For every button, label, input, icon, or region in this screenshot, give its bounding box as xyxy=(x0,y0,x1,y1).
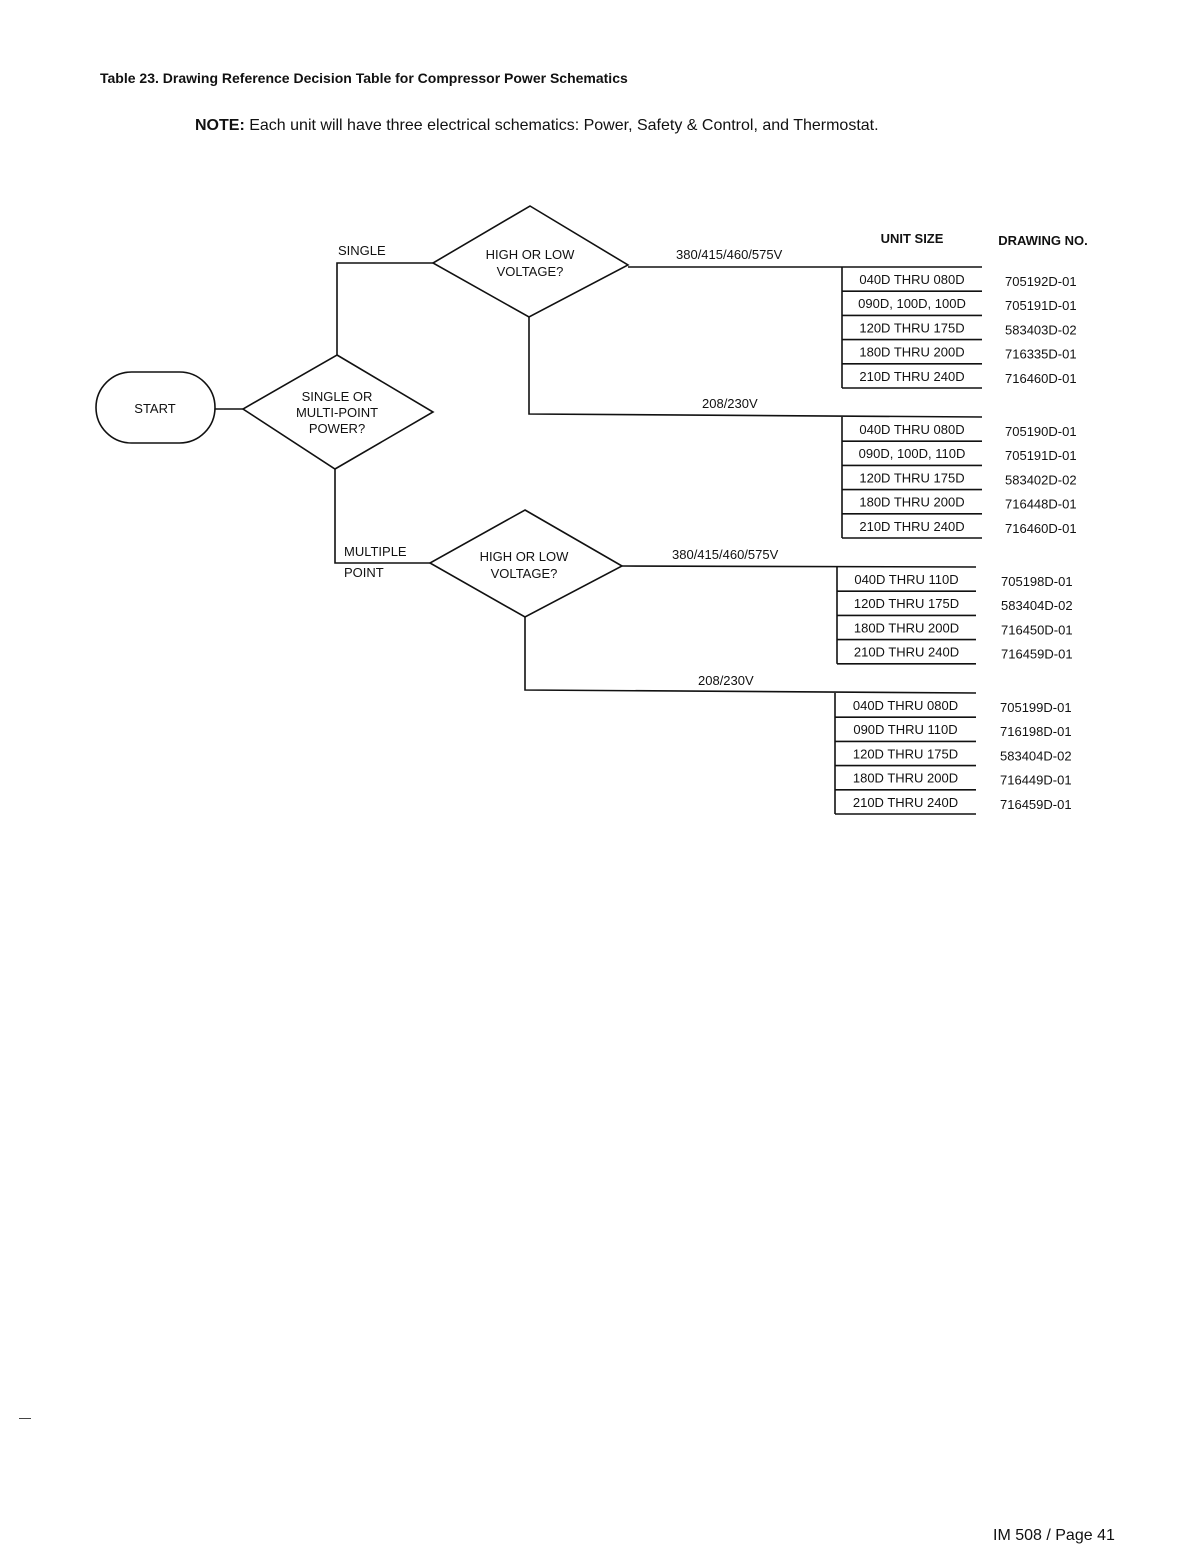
unit-size-cell: 040D THRU 080D xyxy=(853,698,958,713)
power-decision-line-1: SINGLE OR xyxy=(302,389,373,404)
drawing-no-cell: 705199D-01 xyxy=(1000,700,1072,715)
note-label: NOTE: xyxy=(195,117,245,134)
power-decision-line-3: POWER? xyxy=(309,421,365,436)
start-label: START xyxy=(134,401,175,416)
unit-size-cell: 120D THRU 175D xyxy=(859,320,964,335)
note: NOTE: Each unit will have three electric… xyxy=(195,117,879,135)
table-group-single-high: 040D THRU 080D 705192D-01 090D, 100D, 100D… xyxy=(841,267,1077,389)
unit-size-cell: 120D THRU 175D xyxy=(854,596,959,611)
drawing-no-cell: 716460D-01 xyxy=(1005,371,1077,386)
unit-size-cell: 120D THRU 175D xyxy=(859,470,964,485)
drawing-no-cell: 705191D-01 xyxy=(1005,298,1077,313)
edge-label-multi-high: 380/415/460/575V xyxy=(672,547,779,562)
drawing-no-cell: 583403D-02 xyxy=(1005,322,1077,337)
unit-size-cell: 180D THRU 200D xyxy=(859,345,964,360)
drawing-no-cell: 705198D-01 xyxy=(1001,574,1073,589)
edge-label-multiple-line-2: POINT xyxy=(344,565,384,580)
unit-size-cell: 180D THRU 200D xyxy=(853,771,958,786)
drawing-no-cell: 716449D-01 xyxy=(1000,773,1072,788)
drawing-no-cell: 716459D-01 xyxy=(1000,797,1072,812)
unit-size-cell: 180D THRU 200D xyxy=(859,495,964,510)
unit-size-cell: 090D, 100D, 100D xyxy=(858,296,966,311)
voltage-decision-single-line-2: VOLTAGE? xyxy=(497,264,564,279)
table-group-multi-high: 040D THRU 110D 705198D-01 120D THRU 175D 58… xyxy=(836,567,1073,665)
drawing-no-cell: 716198D-01 xyxy=(1000,724,1072,739)
drawing-no-cell: 716450D-01 xyxy=(1001,622,1073,637)
voltage-decision-multi-line-1: HIGH OR LOW xyxy=(480,549,570,564)
page-footer: IM 508 / Page 41 xyxy=(993,1527,1115,1544)
connector-multi-low xyxy=(524,617,977,694)
drawing-no-cell: 583402D-02 xyxy=(1005,472,1077,487)
edge-label-single-low: 208/230V xyxy=(702,396,758,411)
column-header-unit-size: UNIT SIZE xyxy=(881,231,944,246)
unit-size-cell: 180D THRU 200D xyxy=(854,620,959,635)
power-decision-line-2: MULTI-POINT xyxy=(296,405,378,420)
unit-size-cell: 090D THRU 110D xyxy=(853,722,957,737)
connector-single-low xyxy=(528,317,983,418)
edge-label-multi-low: 208/230V xyxy=(698,673,754,688)
table-group-single-low: 040D THRU 080D 705190D-01 090D, 100D, 110D… xyxy=(841,417,1077,539)
connector-multi-high xyxy=(621,565,977,568)
connector-single-branch xyxy=(336,262,433,355)
voltage-decision-single-line-1: HIGH OR LOW xyxy=(486,247,576,262)
table-title: Table 23. Drawing Reference Decision Tab… xyxy=(100,70,628,86)
unit-size-cell: 040D THRU 110D xyxy=(854,572,958,587)
scan-mark xyxy=(19,1418,31,1419)
voltage-decision-multi-line-2: VOLTAGE? xyxy=(491,566,558,581)
drawing-no-cell: 583404D-02 xyxy=(1000,748,1072,763)
drawing-no-cell: 705192D-01 xyxy=(1005,274,1077,289)
edge-label-single-high: 380/415/460/575V xyxy=(676,247,783,262)
drawing-no-cell: 716460D-01 xyxy=(1005,521,1077,536)
unit-size-cell: 210D THRU 240D xyxy=(859,369,964,384)
unit-size-cell: 120D THRU 175D xyxy=(853,746,958,761)
edge-label-single: SINGLE xyxy=(338,243,386,258)
drawing-no-cell: 583404D-02 xyxy=(1001,598,1073,613)
column-header-drawing-no: DRAWING NO. xyxy=(998,233,1088,248)
unit-size-cell: 040D THRU 080D xyxy=(859,272,964,287)
drawing-no-cell: 716335D-01 xyxy=(1005,347,1077,362)
start-terminator xyxy=(95,371,216,444)
edge-label-multiple-line-1: MULTIPLE xyxy=(344,544,407,559)
table-group-multi-low: 040D THRU 080D 705199D-01 090D THRU 110D 71… xyxy=(834,693,1072,815)
unit-size-cell: 210D THRU 240D xyxy=(859,519,964,534)
drawing-no-cell: 716448D-01 xyxy=(1005,497,1077,512)
drawing-no-cell: 716459D-01 xyxy=(1001,647,1073,662)
unit-size-cell: 210D THRU 240D xyxy=(853,795,958,810)
drawing-no-cell: 705191D-01 xyxy=(1005,448,1077,463)
unit-size-cell: 090D, 100D, 110D xyxy=(859,446,966,461)
connector-multiple-branch xyxy=(334,469,430,564)
drawing-no-cell: 705190D-01 xyxy=(1005,424,1077,439)
unit-size-cell: 210D THRU 240D xyxy=(854,645,959,660)
note-text: Each unit will have three electrical sch… xyxy=(249,117,879,134)
unit-size-cell: 040D THRU 080D xyxy=(859,422,964,437)
